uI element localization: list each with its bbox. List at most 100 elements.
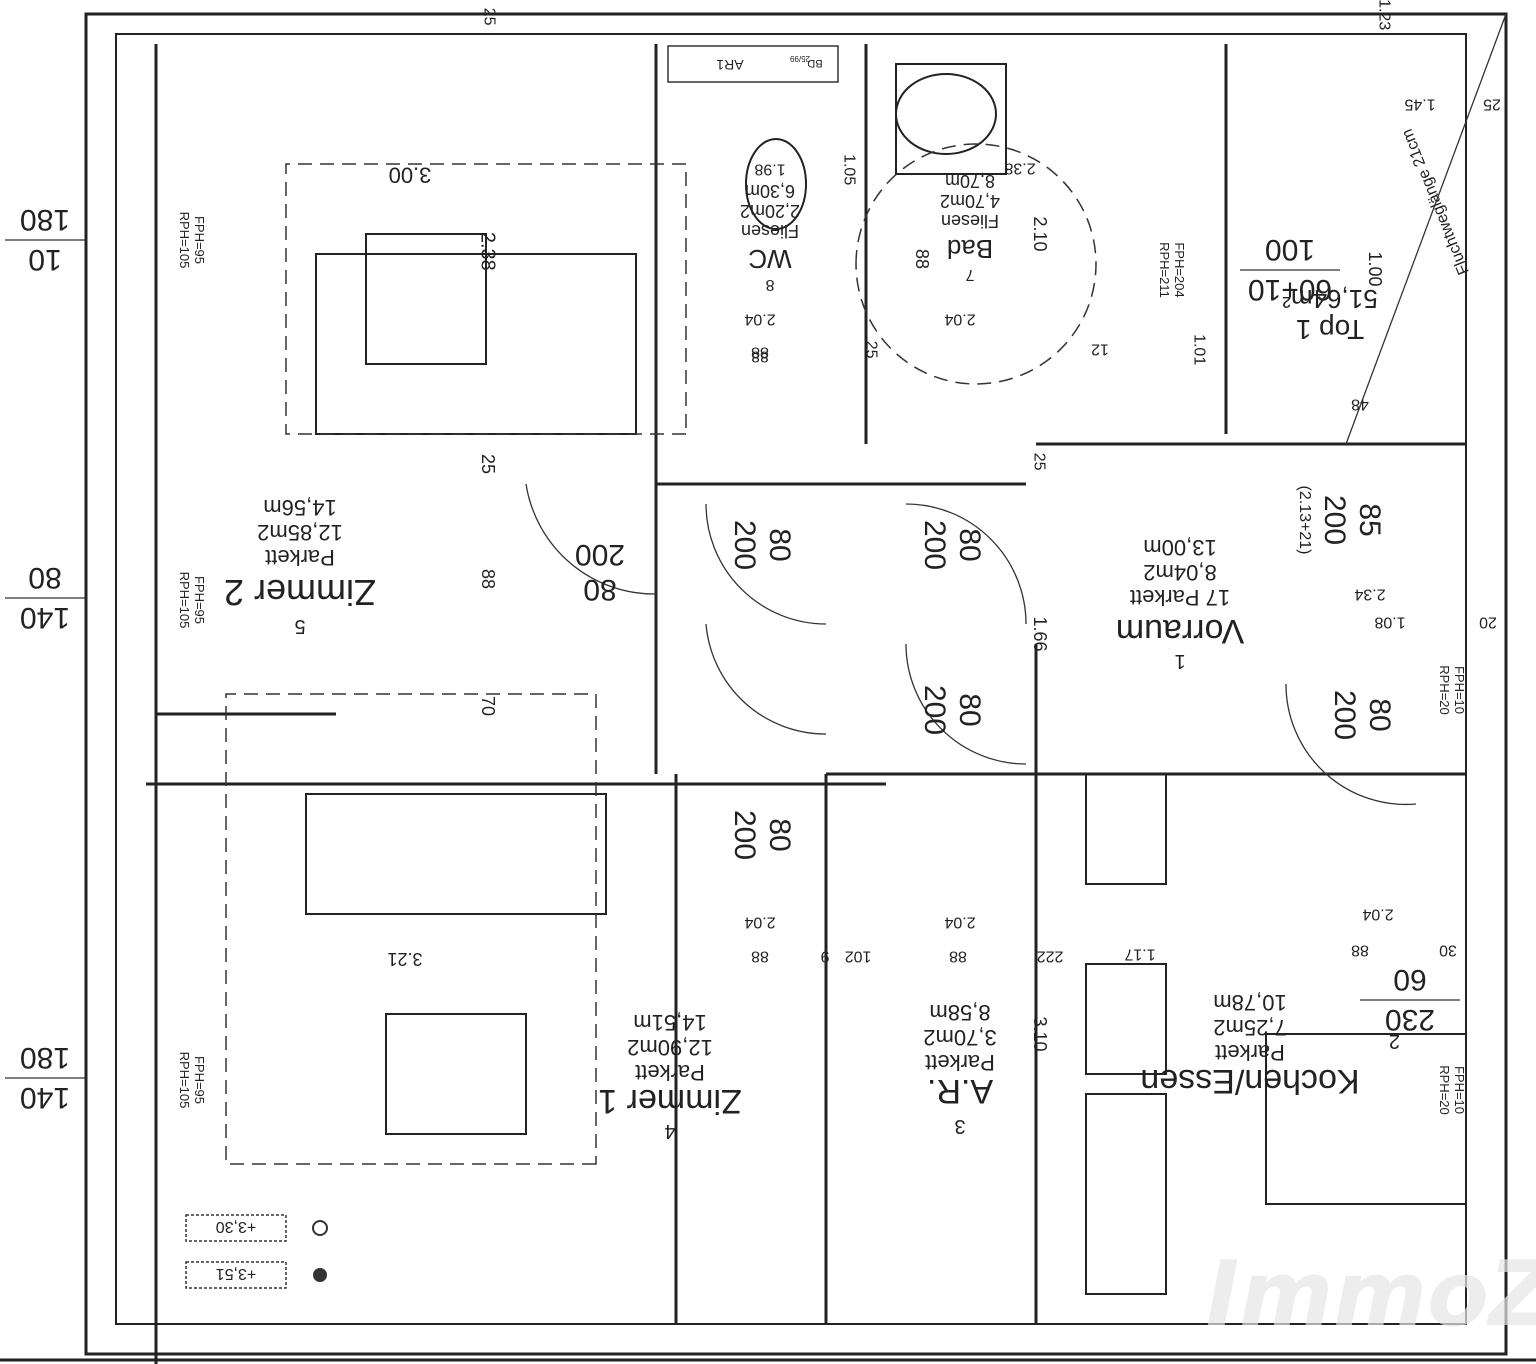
dimension-label: 25 — [1031, 453, 1048, 471]
level-markers: +3,30 +3,51 — [185, 1214, 328, 1289]
door-swing — [525, 483, 657, 595]
window-top: 10 — [28, 243, 61, 276]
door-width: 80 — [583, 573, 616, 606]
window-rph: RPH=105 — [177, 212, 192, 269]
level-box — [185, 1214, 287, 1242]
room-name: WC — [748, 244, 791, 274]
door-swing — [1285, 683, 1417, 806]
room-number: 8 — [765, 276, 774, 293]
room-area: 2,20m2 — [740, 201, 800, 221]
door-height: 200 — [728, 520, 761, 570]
room-perimeter: 10,78m — [1213, 990, 1286, 1015]
door-height: 200 — [1318, 495, 1351, 545]
window-rph: RPH=105 — [177, 1052, 192, 1109]
dimension-label: 1.08 — [1374, 613, 1405, 630]
sofa — [305, 793, 607, 915]
dimension-label: 1.23 — [1376, 0, 1393, 30]
room-perimeter: 14,56m — [263, 495, 336, 520]
door-height: 200 — [1328, 690, 1361, 740]
window-bottom: 80 — [28, 561, 61, 594]
dimension-label: 12 — [1091, 340, 1109, 357]
room-number: 4 — [664, 1120, 675, 1142]
dimension-label: 3.10 — [1030, 1016, 1050, 1051]
window-rph: RPH=105 — [177, 572, 192, 629]
door-width: 80 — [763, 818, 796, 851]
room-perimeter: 8,70m — [945, 171, 995, 191]
dimension-label: 1.98 — [754, 160, 785, 177]
dimension-label: 1.45 — [1404, 95, 1435, 112]
room-name: Kochen/Essen — [1140, 1062, 1359, 1100]
room-floor: Parkett — [925, 1050, 995, 1075]
dimension-label: 1.01 — [1191, 334, 1208, 365]
dimension-label: 2.38 — [476, 232, 498, 271]
dimension-label: 48 — [1351, 395, 1369, 412]
dimension-label: 102 — [845, 947, 872, 964]
window-fph: FPH=95 — [192, 216, 207, 264]
dimension-label: 25 — [478, 454, 498, 474]
unit-label: Top 1 — [1296, 314, 1365, 345]
door-swing — [705, 503, 827, 625]
room-number: 5 — [294, 615, 305, 637]
room-floor: 17 Parkett — [1130, 585, 1230, 610]
dimension-label: 2.04 — [744, 913, 775, 930]
room-name: Zimmer 2 — [224, 572, 376, 613]
room-number: 7 — [965, 266, 974, 283]
dimension-label: 9 — [820, 947, 829, 964]
dimension-label: 88 — [751, 947, 769, 964]
dimension-label: 20 — [1479, 613, 1497, 630]
toilet — [745, 138, 807, 230]
ar1-box: AR1 BD 25/99 — [667, 45, 839, 83]
bathtub — [895, 73, 997, 155]
room-name: A.R. — [927, 1072, 993, 1110]
window-fph: FPH=10 — [1452, 666, 1467, 714]
door-note: (2.13+21) — [1296, 486, 1313, 555]
dimension-label: 2.10 — [1030, 216, 1050, 251]
room-area: 7,25m2 — [1213, 1015, 1286, 1040]
door-width: 80 — [1363, 698, 1396, 731]
door-width: 80 — [763, 528, 796, 561]
level-marker-icon — [313, 1268, 327, 1282]
dimension-label: 2.04 — [944, 310, 975, 327]
dimension-label: 88 — [912, 249, 932, 269]
unit-area: 51,64m² — [1282, 284, 1378, 314]
bed — [315, 253, 637, 435]
room-perimeter: 8,58m — [929, 1000, 990, 1025]
rug — [225, 693, 597, 1165]
dimension-label: 25 — [481, 8, 498, 26]
room-perimeter: 6,30m — [745, 181, 795, 201]
ar1-label: AR1 — [716, 57, 743, 73]
dining-table — [1265, 1033, 1467, 1205]
zz-label: 25/99 — [789, 54, 810, 63]
window-rph: RPH=211 — [1157, 242, 1172, 298]
window-rph: RPH=20 — [1437, 1065, 1452, 1115]
level-value: +3,51 — [216, 1265, 257, 1282]
dimension-label: 88 — [751, 343, 769, 360]
room-floor: Parkett — [635, 1060, 705, 1085]
door-height: 200 — [918, 685, 951, 735]
window-fph: FPH=95 — [192, 576, 207, 624]
dimension-label: 25 — [1483, 95, 1501, 112]
oven — [1085, 773, 1167, 885]
room-perimeter: 14,51m — [633, 1010, 706, 1035]
window-top: 140 — [20, 1081, 70, 1114]
coffee-table — [385, 1013, 527, 1135]
door-height: 200 — [728, 810, 761, 860]
window-top: 140 — [20, 601, 70, 634]
room-floor: Fliesen — [741, 221, 799, 241]
door-width: 80 — [953, 528, 986, 561]
dimension-label: 2.38 — [1004, 159, 1035, 176]
window-rph: RPH=20 — [1437, 665, 1452, 715]
window-fph: FPH=95 — [192, 1056, 207, 1104]
inner-outline — [115, 33, 1467, 1325]
turning-circle — [855, 143, 1097, 385]
room-area: 3,70m2 — [923, 1025, 996, 1050]
level-marker-icon — [312, 1220, 328, 1236]
room-floor: Parkett — [265, 545, 335, 570]
door-width: 80 — [953, 693, 986, 726]
door-height: 200 — [575, 538, 625, 571]
window-top: 230 — [1385, 1003, 1435, 1036]
dimension-label: 30 — [1439, 941, 1457, 958]
window-fph: FPH=204 — [1172, 242, 1187, 297]
